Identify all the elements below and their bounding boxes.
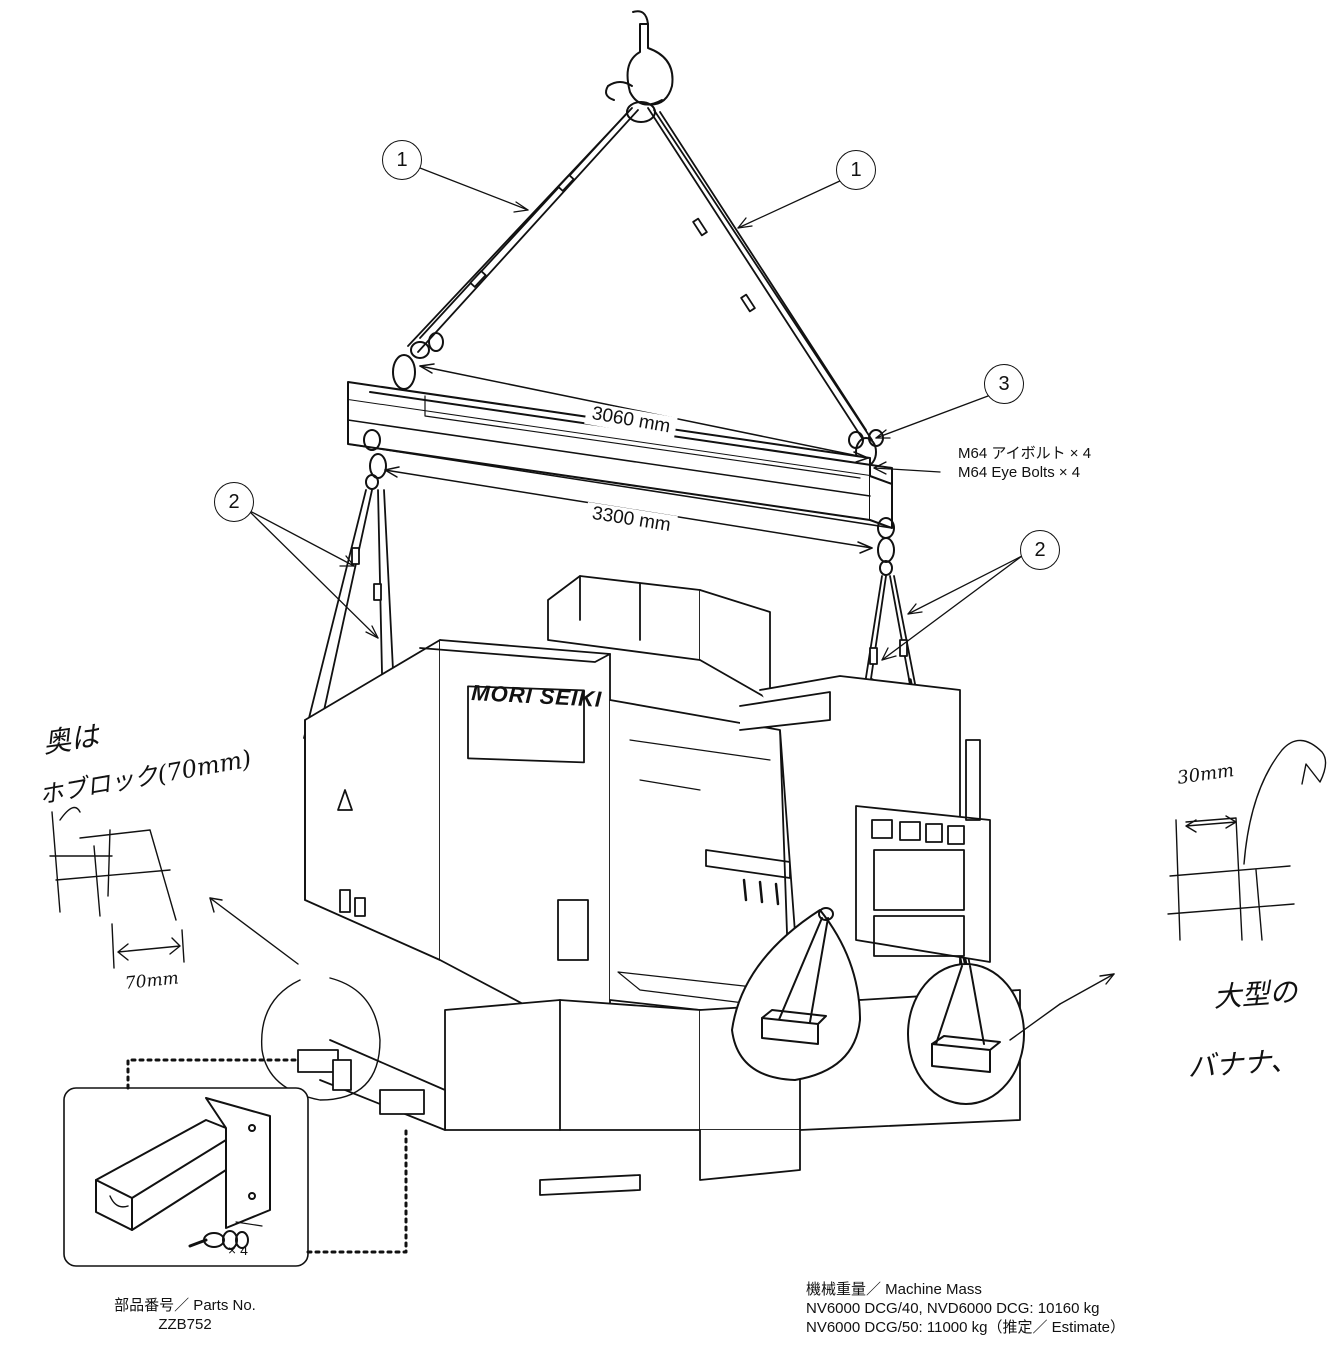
callout-sling-right-number: 2 (1034, 538, 1046, 561)
machine-mass-heading: 機械重量／ Machine Mass (806, 1281, 982, 1298)
callout-wire-right: 1 (836, 150, 876, 190)
hand-sketch-right (1009, 739, 1327, 1041)
shackle-right-bottom (877, 517, 895, 576)
detail-bubble-center (731, 907, 861, 1081)
handwritten-note-left-line1: 奥は (40, 719, 101, 760)
callout-eye-bolt-number: 3 (998, 372, 1010, 395)
eye-bolt-label-en: M64 Eye Bolts × 4 (958, 464, 1081, 481)
eye-bolt-label-jp: M64 アイボルト × 4 (958, 445, 1092, 462)
hand-drawn-circle-left (260, 977, 381, 1101)
wire-rope-right (647, 107, 873, 441)
parts-detail-box (63, 1087, 309, 1267)
callout-sling-left: 2 (214, 482, 254, 522)
wire-rope-left (407, 107, 639, 353)
callout-sling-right: 2 (1020, 530, 1060, 570)
callout-wire-right-number: 1 (850, 158, 862, 181)
handwritten-note-right-line2: バナナ、 (1186, 1043, 1299, 1084)
machine-mass-line1: NV6000 DCG/40, NVD6000 DCG: 10160 kg (806, 1300, 1100, 1317)
eye-bolt-label: M64 アイボルト × 4 M64 Eye Bolts × 4 (958, 444, 1091, 482)
detail-bubble-right (907, 963, 1025, 1105)
hand-sketch-left (49, 806, 299, 969)
callout-wire-left: 1 (382, 140, 422, 180)
parts-number-label: 部品番号／ Parts No. ZZB752 (70, 1296, 300, 1334)
parts-bolt-quantity: × 4 (228, 1242, 248, 1258)
callout-leaders (247, 167, 1023, 661)
callout-eye-bolt: 3 (984, 364, 1024, 404)
parts-dotted-leaders (126, 1058, 408, 1254)
handwritten-note-right-line1: 大型の (1212, 975, 1299, 1014)
callout-sling-left-number: 2 (228, 490, 240, 513)
parts-label: 部品番号／ Parts No. (114, 1297, 256, 1314)
machine-mass-block: 機械重量／ Machine Mass NV6000 DCG/40, NVD600… (806, 1280, 1125, 1337)
shackle-left-top (392, 332, 444, 390)
crane-hook (605, 10, 674, 123)
parts-number: ZZB752 (158, 1316, 212, 1333)
shackle-left-bottom (363, 429, 387, 490)
lifting-beam (347, 381, 893, 529)
machine-mass-line2: NV6000 DCG/50: 11000 kg（推定／ Estimate） (806, 1319, 1126, 1336)
callout-wire-left-number: 1 (396, 148, 408, 171)
